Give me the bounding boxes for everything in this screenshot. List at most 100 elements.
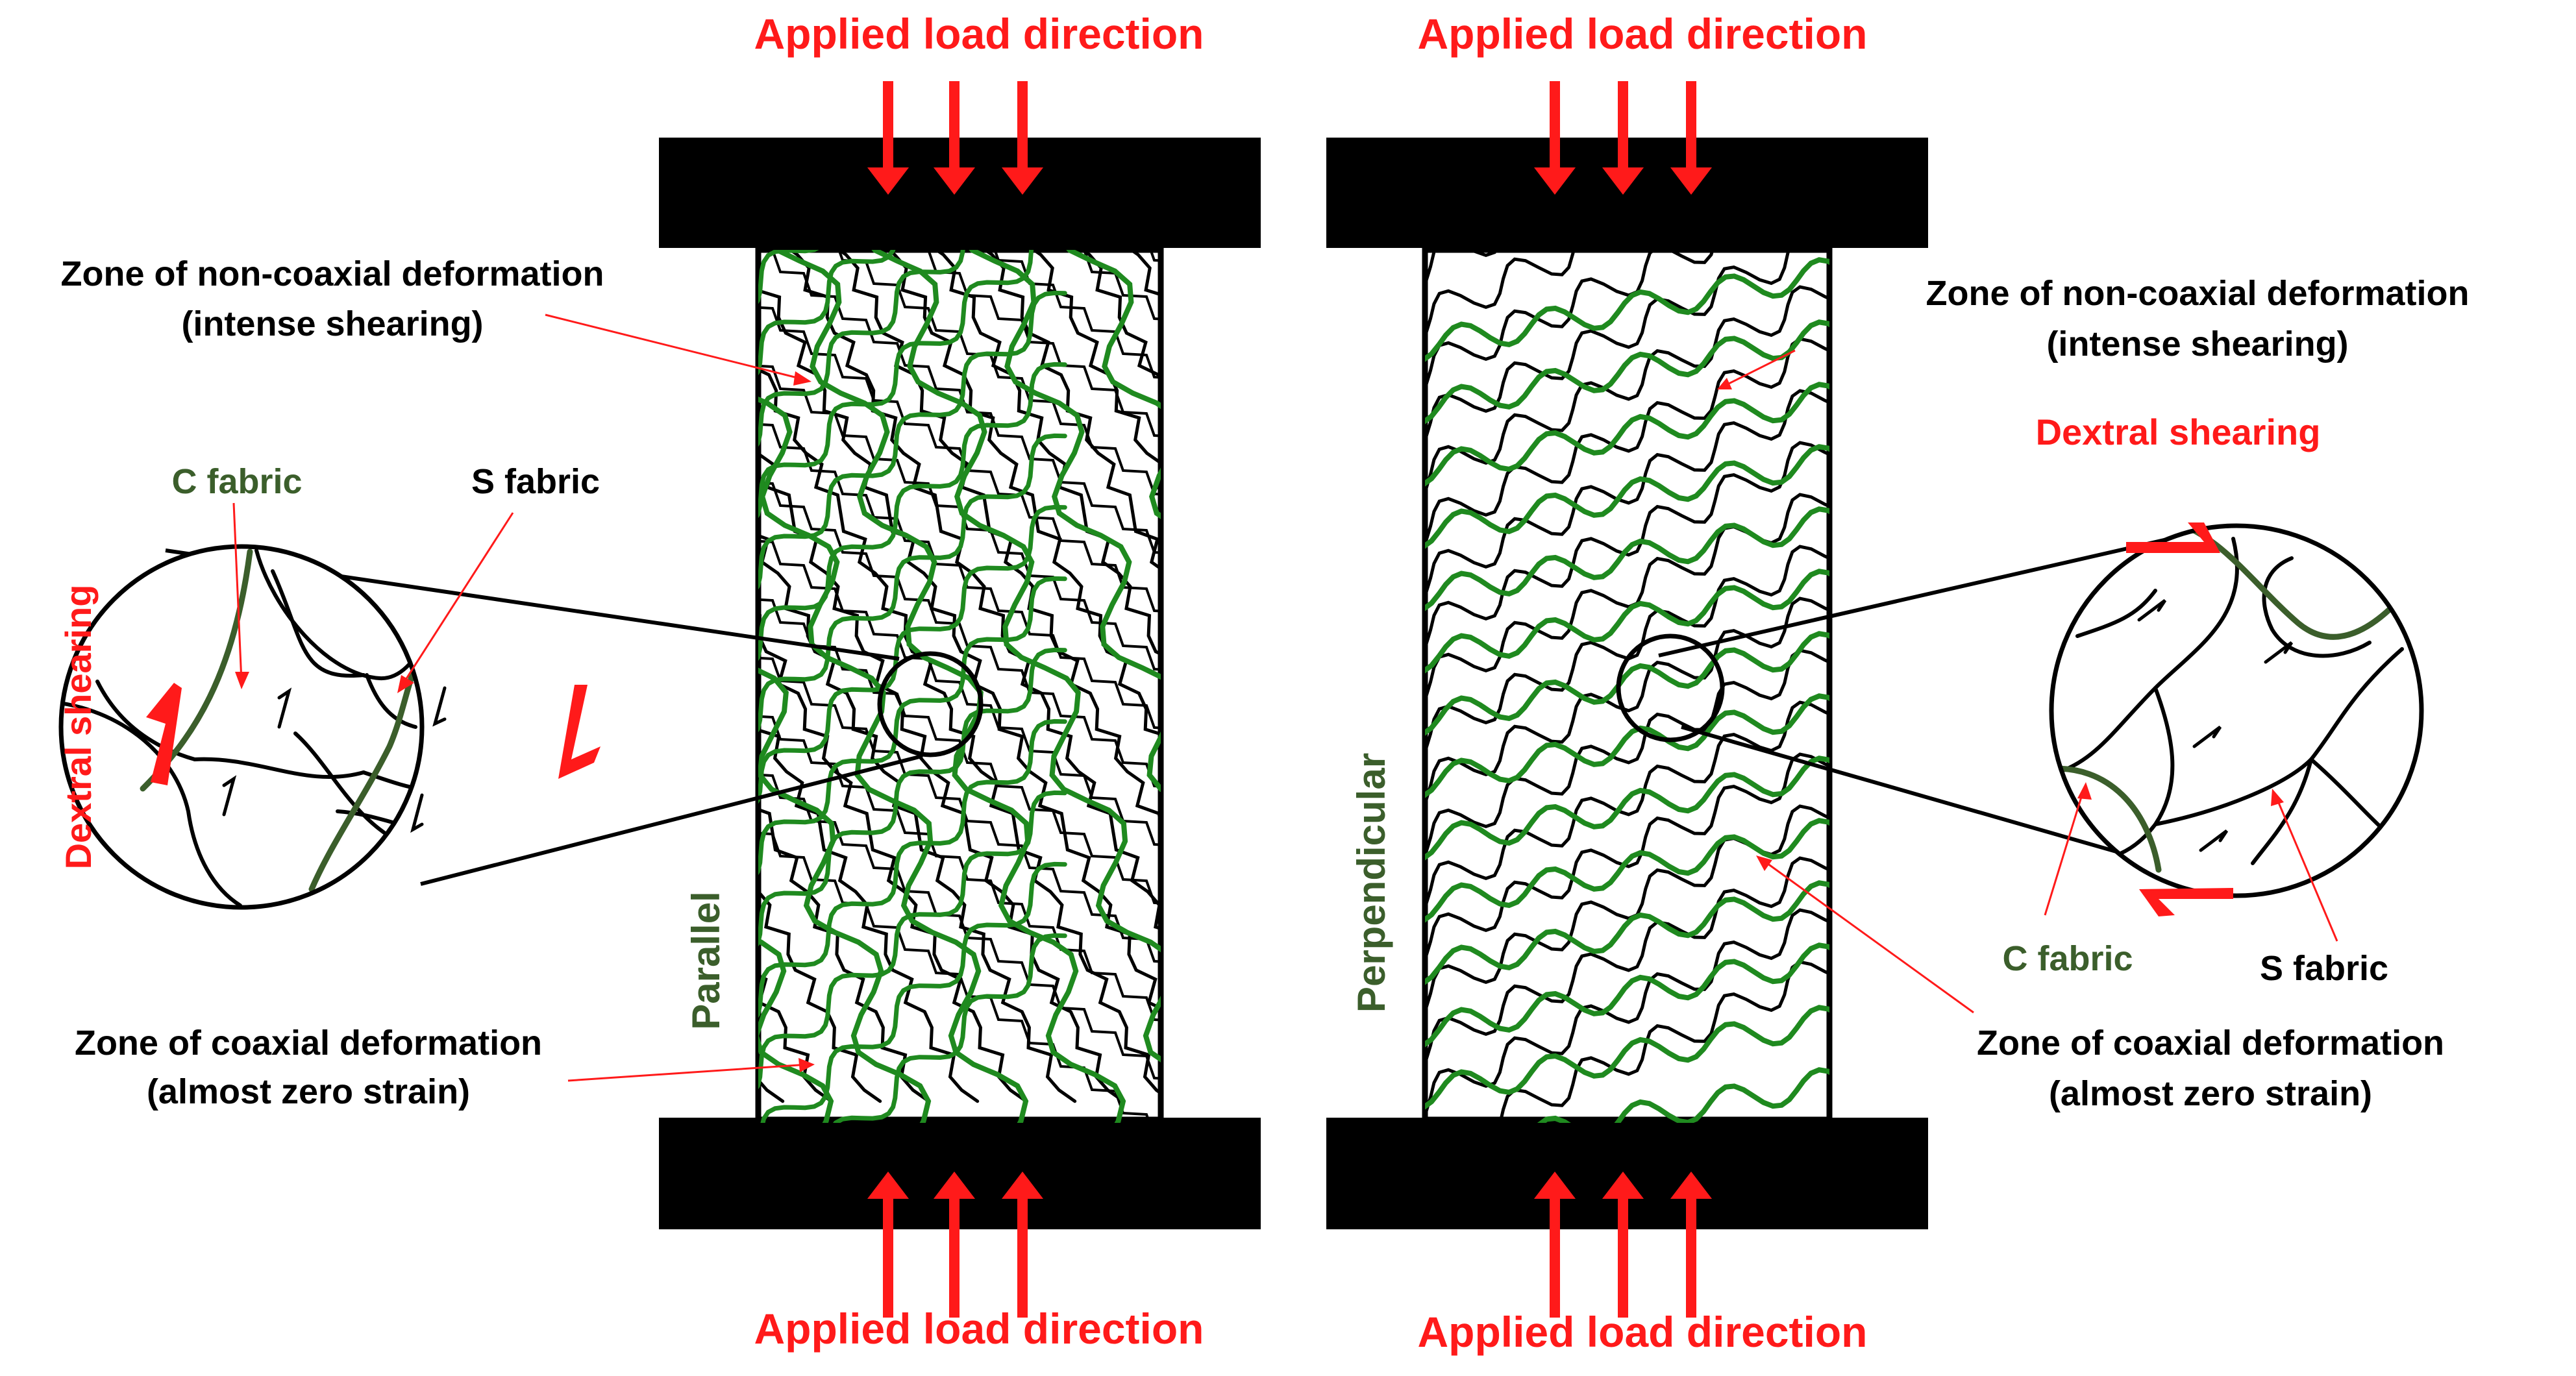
c-fabric-line — [1425, 1005, 1829, 1110]
c-fabric-line — [1425, 382, 1829, 487]
shear-arrows — [146, 522, 2233, 916]
s-fabric-line — [1425, 908, 1829, 1115]
c-fabric-line — [758, 647, 1067, 947]
c-fabric-line — [1425, 631, 1829, 736]
left-noncoaxial-label-line2: (intense shearing) — [181, 304, 483, 343]
s-fabric-line — [758, 613, 1028, 1103]
right-fabric-pattern — [1425, 250, 1829, 1123]
s-fabric-line — [1425, 250, 1576, 336]
half-arrow-icon — [2139, 888, 2233, 916]
s-fabric-line — [1425, 700, 1829, 907]
s-fabric-line — [1425, 804, 1829, 1011]
c-fabric-line — [758, 250, 1034, 519]
c-fabric-line — [758, 250, 819, 304]
left-zoom-spot — [877, 651, 984, 757]
right-top-load-label: Applied load direction — [1417, 10, 1867, 58]
right-noncoaxial-label-line1: Zone of non-coaxial deformation — [1926, 274, 2469, 313]
left-s-fabric-label: S fabric — [471, 462, 600, 501]
c-fabric-line — [1425, 444, 1829, 549]
c-fabric-line — [758, 790, 1067, 1090]
shear-glyph — [2199, 829, 2229, 852]
c-fabric-line — [1537, 1067, 1829, 1123]
s-fabric-line — [758, 534, 1077, 1103]
right-zoom-connector — [1616, 529, 2205, 868]
s-fabric-line — [758, 481, 1161, 788]
annotation-pointers — [232, 313, 2338, 1082]
s-fabric-line — [1425, 250, 1791, 440]
s-fabric-line — [1031, 250, 1161, 491]
s-fabric-line — [837, 250, 1161, 496]
shear-glyph — [2264, 641, 2294, 664]
left-noncoaxial-label-line1: Zone of non-coaxial deformation — [60, 254, 604, 293]
s-fabric-line — [787, 250, 1161, 931]
right-coaxial-label-line1: Zone of coaxial deformation — [1977, 1024, 2444, 1063]
c-fabric-line — [758, 433, 1067, 733]
right-noncoaxial-label-line2: (intense shearing) — [2046, 325, 2348, 363]
c-fabric-line — [760, 861, 1067, 1123]
s-fabric-line — [1425, 856, 1829, 1063]
c-fabric-line — [758, 362, 1067, 661]
s-fabric-line — [993, 250, 1161, 379]
s-fabric-line — [758, 306, 1161, 613]
c-fabric-line — [1425, 880, 1829, 985]
load-arrow-icon — [1670, 1172, 1712, 1318]
c-fabric-line — [1425, 569, 1829, 674]
s-fabric-line — [758, 598, 1161, 905]
s-fabric-line — [1425, 389, 1829, 596]
s-fabric-line — [1425, 250, 1715, 388]
right-specimen — [1326, 138, 1928, 1229]
c-fabric-line — [871, 250, 1161, 1063]
shear-glyph — [2192, 726, 2222, 748]
right-bottom-load-label: Applied load direction — [1417, 1308, 1867, 1356]
s-fabric-line — [758, 250, 1161, 554]
c-fabric-line — [1425, 257, 1829, 362]
half-arrow-icon — [558, 685, 601, 779]
left-coaxial-label-line1: Zone of coaxial deformation — [75, 1024, 542, 1063]
s-fabric-line — [1438, 960, 1829, 1123]
load-arrow-icon — [934, 81, 975, 195]
s-fabric-line — [1425, 285, 1829, 492]
s-fabric-line — [758, 831, 1151, 1123]
c-fabric-line — [833, 933, 1067, 1123]
c-fabric-line — [1425, 756, 1829, 861]
s-fabric-line — [758, 539, 1161, 846]
c-fabric-line — [758, 576, 1067, 876]
load-arrow-icon — [1002, 1172, 1043, 1318]
c-fabric-line — [774, 250, 1126, 1123]
c-fabric-line — [1425, 818, 1829, 923]
c-fabric-line — [758, 290, 1067, 590]
right-zoom-spot — [1616, 633, 1725, 743]
s-fabric-line — [758, 263, 1161, 1011]
perpendicular-label: Perpendicular — [1350, 753, 1393, 1013]
annotation-arrowheads — [235, 371, 2284, 1072]
load-arrow-icon — [1602, 1172, 1644, 1318]
s-fabric-line — [1425, 493, 1829, 700]
shear-glyph — [410, 793, 424, 833]
load-arrow-icon — [1002, 81, 1043, 195]
s-fabric-line — [1425, 752, 1829, 959]
s-fabric-line — [1080, 250, 1161, 384]
left-top-platen — [659, 138, 1261, 248]
load-arrow-icon — [1602, 81, 1644, 195]
c-fabric-line — [1425, 942, 1829, 1048]
right-dextral-shearing-label: Dextral shearing — [2036, 412, 2321, 452]
s-fabric-line — [758, 423, 1161, 730]
load-arrow-icon — [1534, 1172, 1576, 1318]
s-fabric-line — [1425, 250, 1498, 284]
shear-glyph — [277, 687, 292, 729]
c-fabric-line — [758, 397, 1029, 1123]
left-dextral-shearing-label: Dextral shearing — [58, 585, 99, 870]
c-fabric-line — [1425, 506, 1829, 611]
load-arrow-icon — [867, 1172, 909, 1318]
shear-glyph — [222, 775, 237, 817]
right-c-fabric-label: C fabric — [2002, 939, 2133, 978]
left-bottom-platen — [659, 1118, 1261, 1229]
load-arrow-icon — [1534, 81, 1576, 195]
c-fabric-line — [758, 250, 965, 447]
c-fabric-line — [1066, 250, 1161, 519]
shear-glyph — [432, 686, 447, 727]
s-fabric-line — [758, 807, 931, 1103]
s-fabric-line — [934, 250, 1161, 656]
left-c-fabric-label: C fabric — [171, 462, 302, 501]
c-fabric-line — [758, 938, 834, 1123]
